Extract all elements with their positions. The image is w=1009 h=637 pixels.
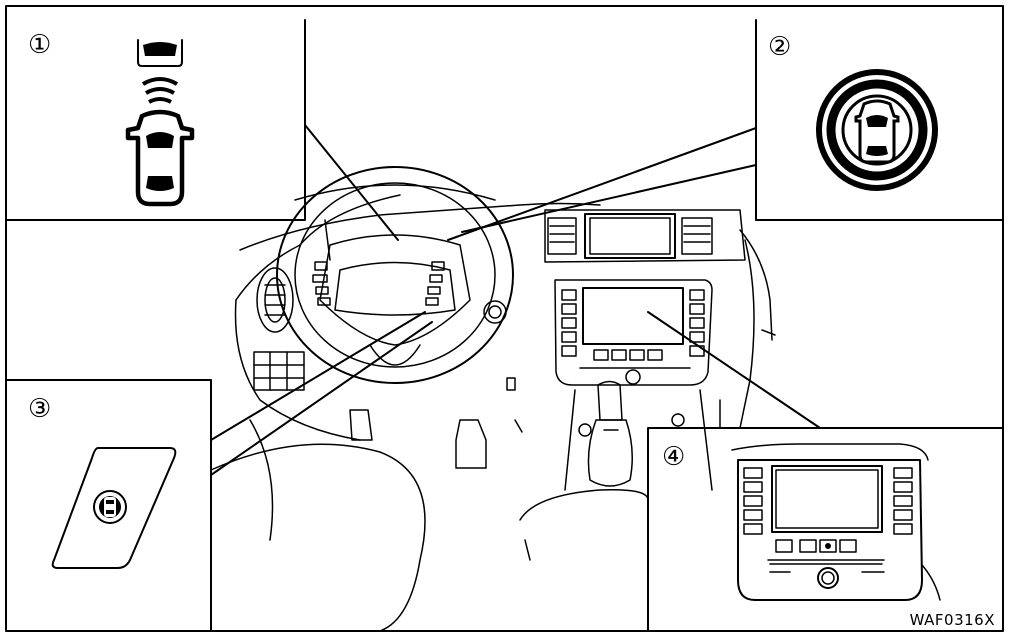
center-display-icon — [731, 443, 941, 601]
callout-1-label: ① — [28, 30, 52, 60]
front-sensor-car-icon — [125, 39, 195, 207]
outer-border — [5, 5, 1004, 632]
sonar-switch-icon — [816, 69, 938, 191]
callout-4-label: ④ — [662, 442, 686, 472]
inset-3-frame — [5, 379, 212, 632]
switch-panel-icon — [51, 447, 177, 569]
callout-3-label: ③ — [28, 394, 52, 424]
figure-code: WAF0316X — [909, 611, 995, 629]
callout-2-label: ② — [768, 32, 792, 62]
leader-lines — [210, 124, 821, 476]
inset-2-frame — [755, 19, 1004, 221]
dashboard-drawing — [210, 166, 776, 632]
inset-4-frame — [647, 427, 1004, 632]
inset-1-frame — [5, 19, 306, 221]
